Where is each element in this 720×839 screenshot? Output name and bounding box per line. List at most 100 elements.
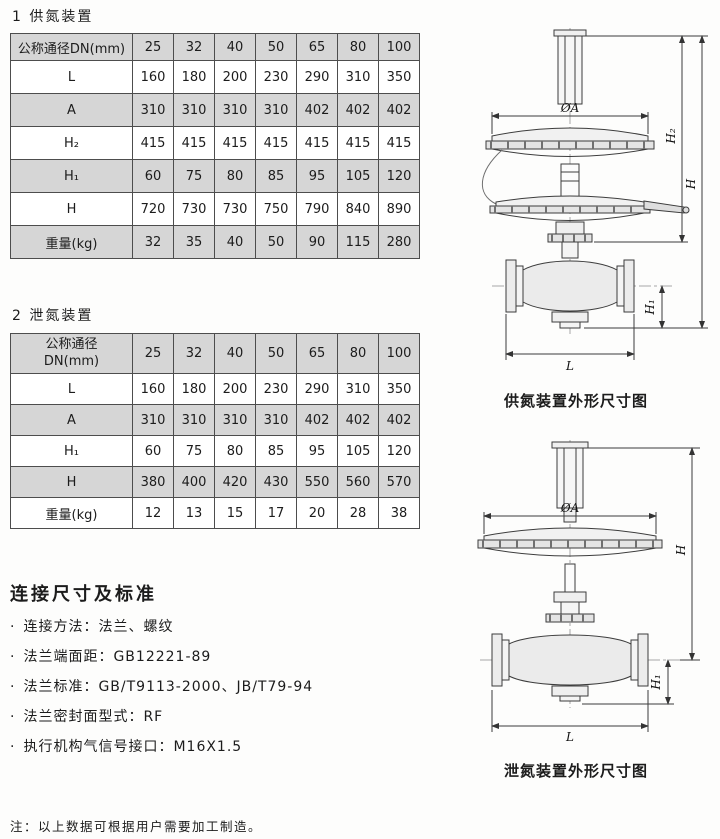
dn-column-header: 40: [214, 33, 256, 61]
value-cell: 402: [378, 404, 420, 436]
dim-label-H2: H₂: [664, 128, 678, 144]
dn-column-header: 50: [255, 33, 297, 61]
dim-diameter-A: ØA: [491, 101, 649, 134]
dim-label-diameter: ØA: [560, 501, 580, 515]
row-label: A: [10, 93, 133, 127]
value-cell: 420: [214, 466, 256, 498]
row-label: H₁: [10, 435, 133, 467]
connection-spec-item: ·法兰端面距：GB12221-89: [10, 642, 313, 672]
lower-diaphragm-actuator: [489, 195, 651, 221]
dim-label-diameter: ØA: [560, 101, 580, 115]
value-cell: 310: [132, 93, 174, 127]
spec-text: 法兰标准：GB/T9113-2000、JB/T79-94: [23, 679, 314, 695]
value-cell: 415: [296, 126, 338, 160]
dim-label-L: L: [565, 359, 574, 373]
value-cell: 402: [296, 93, 338, 127]
section1-title: 1 供氮装置: [12, 9, 94, 25]
value-cell: 90: [296, 225, 338, 259]
value-cell: 402: [337, 404, 379, 436]
dim-H2: H₂: [586, 35, 708, 243]
dn-column-header: 65: [296, 33, 338, 61]
value-cell: 310: [173, 404, 215, 436]
value-cell: 200: [214, 60, 256, 94]
value-cell: 400: [173, 466, 215, 498]
supply-device-figure: ØA: [440, 24, 712, 411]
dn-column-header: 100: [378, 33, 420, 61]
dim-label-H: H: [684, 178, 698, 190]
value-cell: 402: [378, 93, 420, 127]
connection-spec-item: ·法兰密封面型式：RF: [10, 702, 313, 732]
dn-column-header: 65: [296, 333, 338, 374]
dn-column-header: 32: [173, 333, 215, 374]
value-cell: 85: [255, 435, 297, 467]
dim-H1: H₁: [582, 659, 674, 705]
footnote: 注：以上数据可根据用户需要加工制造。: [10, 819, 263, 834]
relief-device-drawing: ØA: [477, 440, 700, 744]
row-label: 重量(kg): [10, 225, 133, 259]
bullet: ·: [10, 619, 16, 635]
value-cell: 15: [214, 497, 256, 529]
value-cell: 730: [173, 192, 215, 226]
value-cell: 105: [337, 159, 379, 193]
value-cell: 20: [296, 497, 338, 529]
connection-standards-title: 连接尺寸及标准: [10, 584, 157, 605]
row-label: H₂: [10, 126, 133, 160]
dim-label-H1: H₁: [643, 299, 657, 315]
value-cell: 415: [214, 126, 256, 160]
bullet: ·: [10, 739, 16, 755]
row-label: L: [10, 373, 133, 405]
value-cell: 180: [173, 60, 215, 94]
connection-spec-item: · 执行机构气信号接口：M16X1.5: [10, 732, 313, 762]
value-cell: 38: [378, 497, 420, 529]
connection-spec-list: ·连接方法：法兰、螺纹 ·法兰端面距：GB12221-89 ·法兰标准：GB/T…: [10, 612, 313, 762]
dn-column-header: 40: [214, 333, 256, 374]
value-cell: 180: [173, 373, 215, 405]
value-cell: 28: [337, 497, 379, 529]
dim-L: L: [505, 314, 635, 373]
value-cell: 80: [214, 159, 256, 193]
value-cell: 840: [337, 192, 379, 226]
connection-spec-item: ·法兰标准：GB/T9113-2000、JB/T79-94: [10, 672, 313, 702]
dim-L: L: [491, 690, 649, 744]
spec-text: 执行机构气信号接口：M16X1.5: [23, 739, 243, 755]
value-cell: 415: [378, 126, 420, 160]
spec-text: 法兰端面距：GB12221-89: [23, 649, 212, 665]
valve-body: [480, 633, 680, 702]
spec-text: 连接方法：法兰、螺纹: [23, 619, 174, 635]
value-cell: 160: [132, 373, 174, 405]
value-cell: 290: [296, 60, 338, 94]
value-cell: 750: [255, 192, 297, 226]
dim-H: H: [684, 35, 705, 329]
dn-column-header: 32: [173, 33, 215, 61]
dn-column-header: 80: [337, 33, 379, 61]
signal-tube: [481, 149, 503, 205]
value-cell: 50: [255, 225, 297, 259]
value-cell: 120: [378, 435, 420, 467]
row-label: H₁: [10, 159, 133, 193]
section2-title: 2 泄氮装置: [12, 308, 94, 324]
value-cell: 350: [378, 60, 420, 94]
row-label: H: [10, 466, 133, 498]
value-cell: 75: [173, 159, 215, 193]
value-cell: 402: [296, 404, 338, 436]
value-cell: 60: [132, 159, 174, 193]
dn-column-header: 80: [337, 333, 379, 374]
value-cell: 75: [173, 435, 215, 467]
value-cell: 32: [132, 225, 174, 259]
value-cell: 560: [337, 466, 379, 498]
value-cell: 105: [337, 435, 379, 467]
row-label-header: 公称通径DN(mm): [10, 33, 133, 61]
value-cell: 95: [296, 435, 338, 467]
value-cell: 160: [132, 60, 174, 94]
value-cell: 415: [173, 126, 215, 160]
value-cell: 350: [378, 373, 420, 405]
